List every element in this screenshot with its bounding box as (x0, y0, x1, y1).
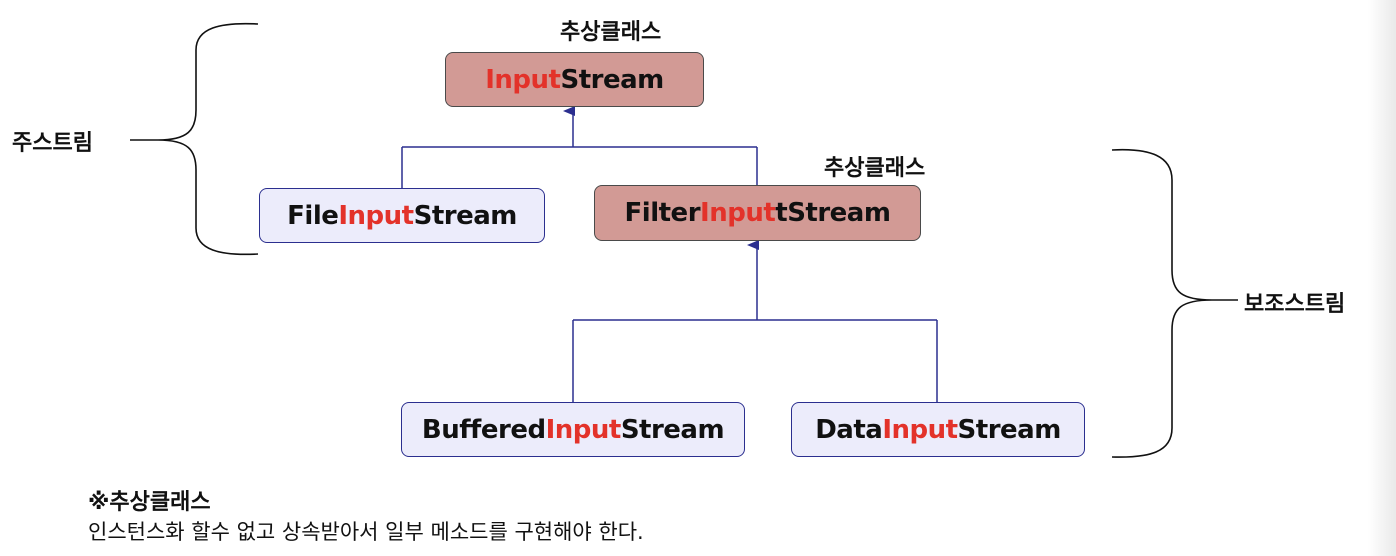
abstract-class-label-filter: 추상클래스 (824, 156, 926, 181)
node-text-highlight: Input (700, 198, 776, 228)
main-stream-label: 주스트림 (12, 131, 93, 156)
aux-stream-brace (1111, 148, 1213, 458)
inheritance-connector-inputstream (401, 106, 758, 188)
right-edge-shade (1368, 0, 1396, 556)
abstract-class-note-title: ※추상클래스 (88, 490, 211, 515)
aux-stream-label: 보조스트림 (1244, 292, 1346, 317)
inheritance-connector-filterinputstream (572, 240, 938, 402)
node-text-highlight: Input (545, 414, 622, 445)
main-stream-brace (157, 22, 259, 256)
node-text-highlight: Input (882, 414, 958, 445)
node-text-highlight: Input (338, 200, 414, 231)
abstract-class-note-body: 인스턴스화 할수 없고 상속받아서 일부 메소드를 구현해야 한다. (88, 520, 644, 544)
node-text-suffix: Stream (957, 414, 1062, 445)
node-text-suffix: tStream (775, 198, 891, 228)
abstract-class-label-top: 추상클래스 (560, 20, 662, 45)
node-text-prefix: Filter (624, 198, 701, 228)
node-text-suffix: Stream (560, 64, 664, 95)
node-text-prefix: File (287, 200, 339, 231)
node-text-suffix: Stream (620, 414, 725, 445)
node-text-prefix: Buffered (421, 414, 546, 445)
node-text-suffix: Stream (413, 200, 518, 231)
node-text-highlight: Input (485, 64, 561, 95)
node-text-prefix: Data (815, 414, 883, 445)
